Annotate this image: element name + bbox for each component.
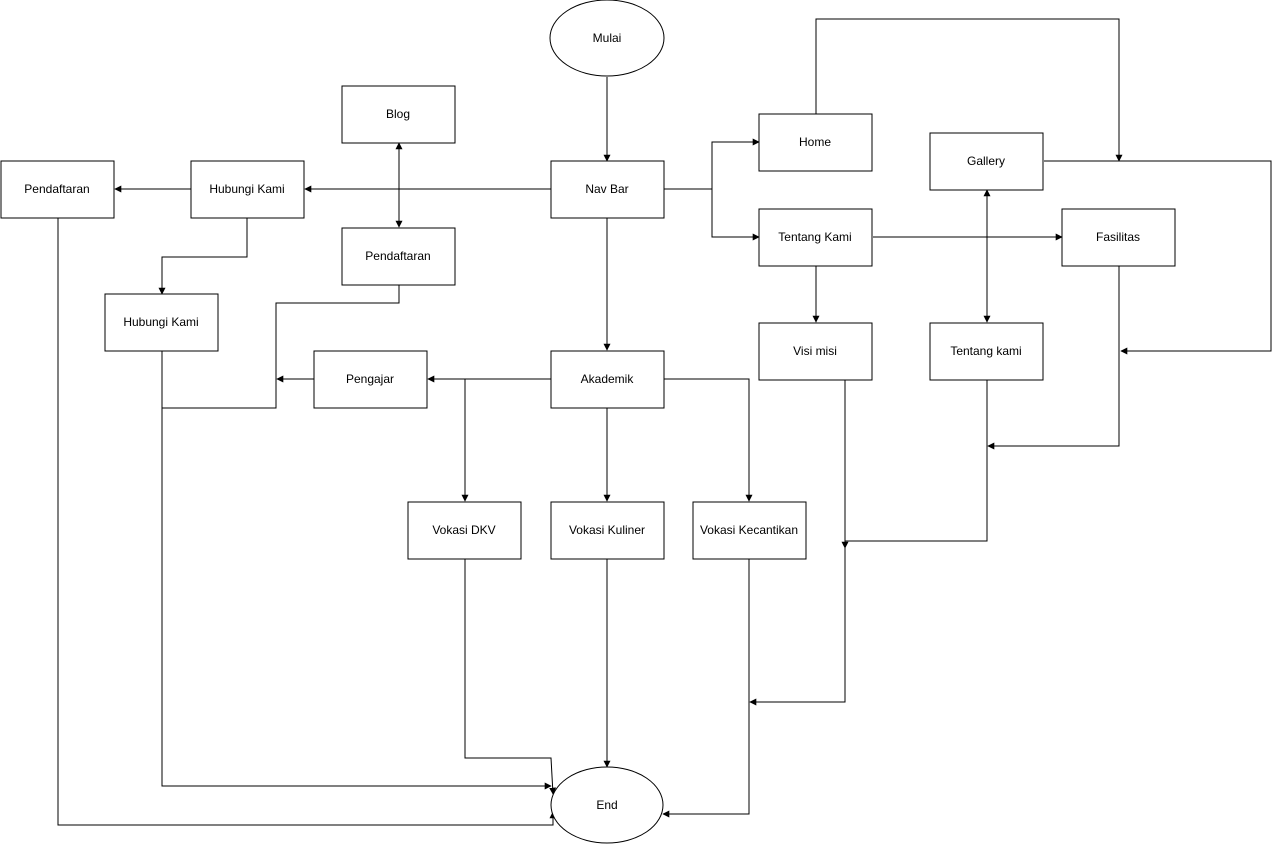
edge-vokasi-kecantikan-end [662, 559, 750, 818]
node-mulai: Mulai [549, 0, 665, 77]
edge-hubungi-kami-end [161, 351, 552, 790]
node-blog: Blog [341, 85, 456, 144]
edge-junction-end [749, 548, 846, 706]
node-label: Gallery [967, 154, 1005, 168]
node-label: Tentang Kami [778, 230, 851, 244]
node-hubungi-kami-bottom: Hubungi Kami [104, 293, 219, 352]
node-label: Pendaftaran [24, 182, 89, 196]
node-label: Visi misi [793, 344, 837, 358]
node-hubungi-kami-top: Hubungi Kami [190, 160, 305, 219]
nodes: Mulai Nav Bar Blog Pendaftaran Hubungi K… [0, 0, 1176, 844]
node-label: Hubungi Kami [209, 182, 284, 196]
node-end: End [550, 766, 664, 844]
edge-home-gallery-top [815, 18, 1123, 162]
node-vokasi-dkv: Vokasi DKV [407, 501, 522, 560]
node-tentang-kami: Tentang Kami [758, 208, 873, 267]
node-vokasi-kuliner: Vokasi Kuliner [550, 501, 665, 560]
edge-vokasi-dkv-end [464, 559, 557, 795]
edge-navbar-home [664, 138, 760, 190]
edge-tentang-kami-lower-junction [845, 380, 988, 542]
edge-navbar-tentang-kami [711, 189, 760, 241]
node-label: Vokasi Kecantikan [700, 523, 798, 537]
edge-gallery-right-loop [1044, 160, 1272, 355]
node-fasilitas: Fasilitas [1061, 208, 1176, 267]
node-gallery: Gallery [929, 132, 1044, 191]
node-home: Home [758, 113, 873, 172]
edges [57, 18, 1272, 826]
edge-fasilitas-junction [987, 266, 1120, 450]
node-label: End [596, 798, 617, 812]
node-label: Tentang kami [950, 344, 1021, 358]
node-navbar: Nav Bar [550, 160, 665, 219]
node-label: Pendaftaran [365, 249, 430, 263]
node-akademik: Akademik [550, 350, 665, 409]
node-label: Fasilitas [1096, 230, 1140, 244]
node-label: Nav Bar [585, 182, 628, 196]
node-label: Hubungi Kami [123, 315, 198, 329]
node-pengajar: Pengajar [313, 350, 428, 409]
node-tentang-kami-lower: Tentang kami [929, 322, 1044, 381]
node-label: Blog [386, 107, 410, 121]
node-label: Pengajar [346, 372, 394, 386]
node-pendaftaran-mid: Pendaftaran [341, 227, 456, 286]
edge-hubungi-kami-hubungi-kami [158, 218, 248, 295]
node-pendaftaran-left: Pendaftaran [0, 160, 115, 219]
edge-akademik-vokasi-kecantikan [664, 378, 753, 502]
node-vokasi-kecantikan: Vokasi Kecantikan [692, 501, 807, 560]
node-label: Vokasi DKV [432, 523, 495, 537]
edge-pendaftaran-end [57, 218, 557, 826]
node-label: Akademik [581, 372, 635, 386]
node-label: Home [799, 135, 831, 149]
edge-pendaftaran-to-junction [162, 285, 400, 409]
node-label: Mulai [593, 31, 622, 45]
node-label: Vokasi Kuliner [569, 523, 645, 537]
node-visi-misi: Visi misi [758, 322, 873, 381]
